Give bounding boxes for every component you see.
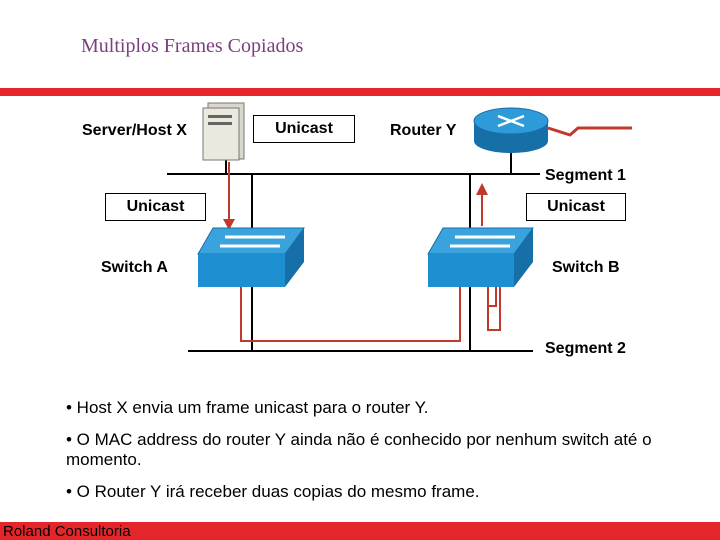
- router-y-label: Router Y: [390, 122, 457, 139]
- unicast-frame-left: Unicast: [105, 193, 206, 221]
- unicast-frame-right: Unicast: [526, 193, 626, 221]
- bullet-list: • Host X envia um frame unicast para o r…: [66, 398, 686, 514]
- slide-title: Multiplos Frames Copiados: [81, 35, 304, 57]
- segment-1-label: Segment 1: [545, 167, 626, 184]
- bullet-item: • O MAC address do router Y ainda não é …: [66, 430, 652, 469]
- frame-arrowhead-down: [223, 219, 235, 230]
- router-icon: [473, 107, 549, 153]
- unicast-frame-top: Unicast: [253, 115, 355, 143]
- network-diagram: [167, 102, 632, 352]
- title-divider-bar: [0, 88, 720, 96]
- switch-a-label: Switch A: [101, 259, 168, 276]
- server-icon: [202, 102, 245, 161]
- bullet-item: • O Router Y irá receber duas copias do …: [66, 482, 480, 501]
- router-wan-link: [547, 126, 632, 137]
- switch-a-icon: [197, 227, 305, 287]
- footer-bar: Roland Consultoria: [0, 522, 720, 540]
- frame-path-switch-a-down: [240, 286, 461, 342]
- server-host-x-label: Server/Host X: [82, 122, 187, 139]
- switch-b-icon: [427, 227, 534, 287]
- frame-arrowhead-up-left: [476, 183, 488, 195]
- footer-company-name: Roland Consultoria: [3, 523, 131, 540]
- bullet-item: • Host X envia um frame unicast para o r…: [66, 398, 429, 417]
- segment-2-label: Segment 2: [545, 340, 626, 357]
- switch-b-label: Switch B: [552, 259, 620, 276]
- frame-path-to-router: [488, 286, 497, 307]
